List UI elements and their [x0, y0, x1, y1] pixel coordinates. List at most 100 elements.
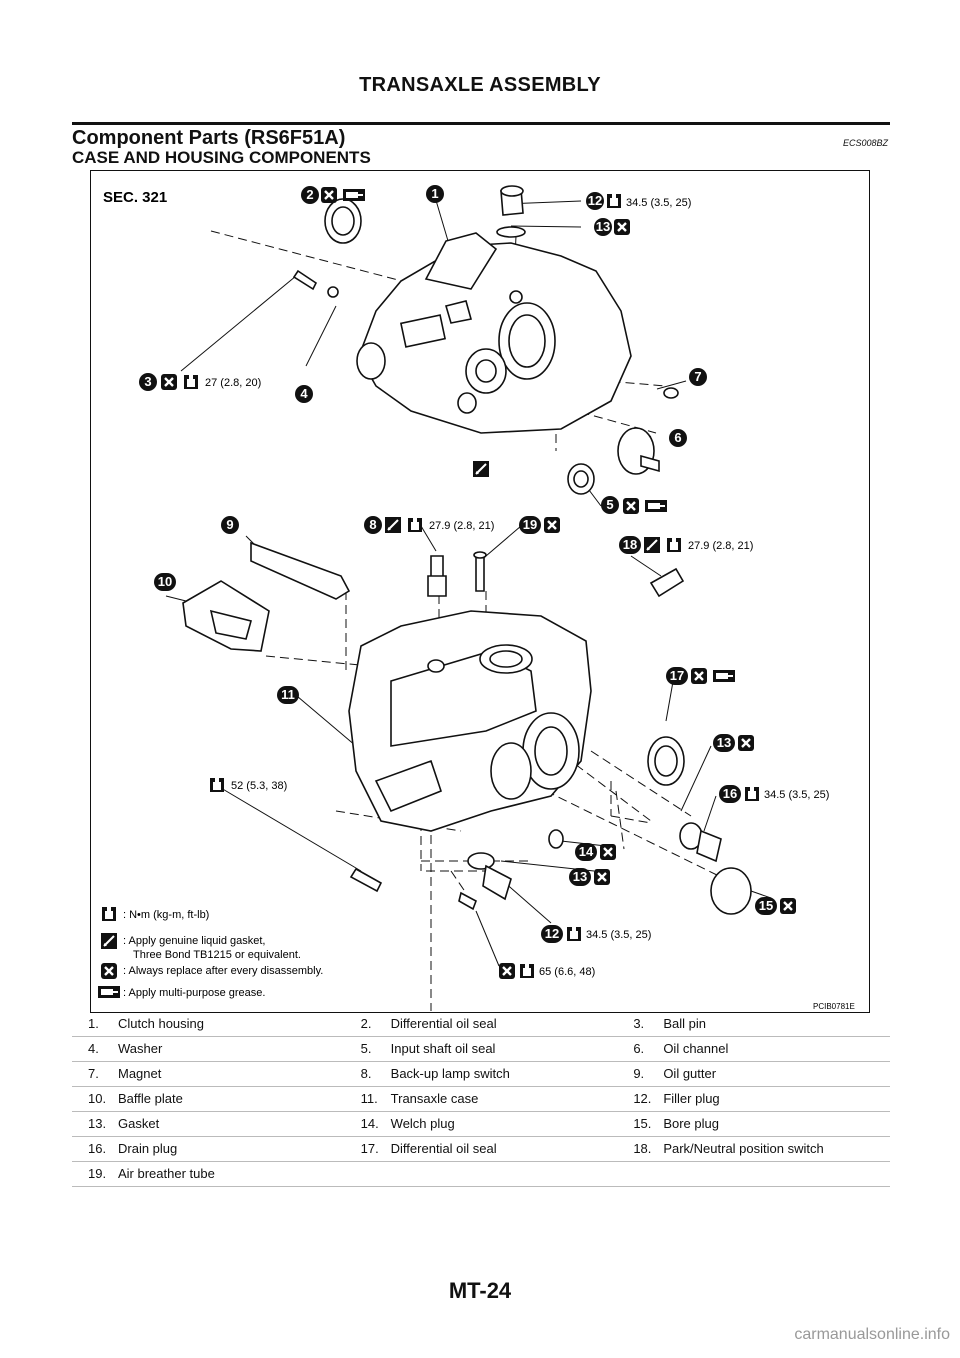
part-number: 12. [633, 1091, 652, 1106]
torque-16: 34.5 (3.5, 25) [764, 789, 829, 801]
part-cell: 4.Washer [72, 1037, 345, 1062]
part-cell: 2.Differential oil seal [345, 1012, 618, 1037]
torque-case-bolt: 52 (5.3, 38) [231, 780, 287, 792]
svg-text:15: 15 [759, 898, 773, 913]
part-name: Welch plug [390, 1116, 455, 1131]
legend-grease: : Apply multi-purpose grease. [123, 987, 265, 999]
part-name: Ball pin [663, 1016, 706, 1031]
part-cell: 14. Welch plug [345, 1112, 618, 1137]
callout-5: 5 [601, 496, 619, 514]
part-cell: 13.Gasket [72, 1112, 345, 1137]
callout-11: 11 [277, 686, 299, 704]
callout-14: 14 [575, 843, 597, 861]
legend-torque: : N•m (kg-m, ft-lb) [123, 909, 209, 921]
section-code: ECS008BZ [842, 138, 888, 148]
callout-17: 17 [666, 667, 688, 685]
callout-4: 4 [295, 385, 313, 403]
part-cell: 15. Bore plug [617, 1112, 890, 1137]
part-name: Back-up lamp switch [390, 1066, 510, 1081]
callout-2: 2 [301, 186, 319, 204]
torque-12-low: 34.5 (3.5, 25) [586, 929, 651, 941]
svg-text:14: 14 [579, 844, 594, 859]
part-cell: 19.Air breather tube [72, 1162, 345, 1187]
svg-text:7: 7 [694, 369, 701, 384]
svg-text:8: 8 [369, 517, 376, 532]
part-name: Differential oil seal [390, 1016, 497, 1031]
part-name: Clutch housing [118, 1016, 204, 1031]
section-subtitle: CASE AND HOUSING COMPONENTS [72, 148, 371, 167]
callout-13-mid: 13 [713, 734, 735, 752]
part-name: Transaxle case [390, 1091, 479, 1106]
part-cell: 8. Back-up lamp switch [345, 1062, 618, 1087]
part-number: 13. [88, 1116, 107, 1131]
svg-text:11: 11 [281, 687, 295, 702]
callout-13-top: 13 [594, 218, 612, 236]
replace-icon [691, 668, 707, 684]
svg-text:4: 4 [300, 386, 308, 401]
callout-15: 15 [755, 897, 777, 915]
part-name: Baffle plate [118, 1091, 183, 1106]
part-number: 4. [88, 1041, 99, 1056]
liquid-gasket-icon [473, 461, 489, 477]
part-name: Bore plug [663, 1116, 719, 1131]
part-number: 8. [360, 1066, 372, 1081]
replace-icon [738, 735, 754, 751]
part-cell: 9. Oil gutter [617, 1062, 890, 1087]
legend-gasket-icon [101, 933, 117, 949]
part-name: Drain plug [118, 1141, 178, 1156]
svg-text:16: 16 [723, 786, 737, 801]
svg-text:19: 19 [523, 517, 537, 532]
part-name: Magnet [118, 1066, 162, 1081]
legend-torque-icon [102, 907, 116, 921]
svg-text:6: 6 [674, 430, 681, 445]
svg-text:10: 10 [158, 574, 172, 589]
part-cell: 11. Transaxle case [345, 1087, 618, 1112]
replace-icon [161, 374, 177, 390]
liquid-gasket-icon [385, 517, 401, 533]
part-name: Oil channel [663, 1041, 729, 1056]
exploded-diagram: SEC. 321 [90, 170, 870, 1013]
legend-replace: : Always replace after every disassembly… [123, 965, 323, 977]
part-cell: 1. Clutch housing [72, 1012, 345, 1037]
sec-label: SEC. 321 [103, 189, 167, 206]
svg-text:5: 5 [606, 497, 613, 512]
part-number: 9. [633, 1066, 645, 1081]
svg-text:12: 12 [545, 926, 559, 941]
part-number: 10. [88, 1091, 107, 1106]
callout-1: 1 [426, 185, 444, 203]
torque-icon [745, 787, 759, 801]
page-title: TRANSAXLE ASSEMBLY [359, 74, 601, 96]
part-number: 18. [633, 1141, 652, 1156]
replace-icon [321, 187, 337, 203]
part-number: 5. [360, 1041, 372, 1056]
part-cell: 16. Drain plug [72, 1137, 345, 1162]
replace-icon [594, 869, 610, 885]
callout-12-low: 12 [541, 925, 563, 943]
part-cell: 10. Baffle plate [72, 1087, 345, 1112]
part-number: 16. [88, 1141, 107, 1156]
svg-text:13: 13 [596, 219, 610, 234]
part-number: 14. [360, 1116, 379, 1131]
legend-replace-icon [101, 963, 117, 979]
part-number: 7. [88, 1066, 99, 1081]
svg-text:18: 18 [623, 537, 637, 552]
callout-6: 6 [669, 429, 687, 447]
replace-icon [600, 844, 616, 860]
section-title: Component Parts (RS6F51A) [72, 127, 346, 149]
figure-id: PCIB0781E [813, 1002, 855, 1011]
torque-12-top: 34.5 (3.5, 25) [626, 197, 691, 209]
part-name: Park/Neutral position switch [663, 1141, 824, 1156]
part-number: 1. [88, 1016, 99, 1031]
callout-18: 18 [619, 536, 641, 554]
watermark: carmanualsonline.info [794, 1326, 950, 1343]
part-number: 15. [633, 1116, 652, 1131]
part-name: Oil gutter [663, 1066, 717, 1081]
part-number: 11. [360, 1091, 378, 1106]
legend-gasket-line1: : Apply genuine liquid gasket, [123, 935, 266, 947]
part-number: 19. [88, 1166, 107, 1181]
part-cell: 3.Ball pin [617, 1012, 890, 1037]
